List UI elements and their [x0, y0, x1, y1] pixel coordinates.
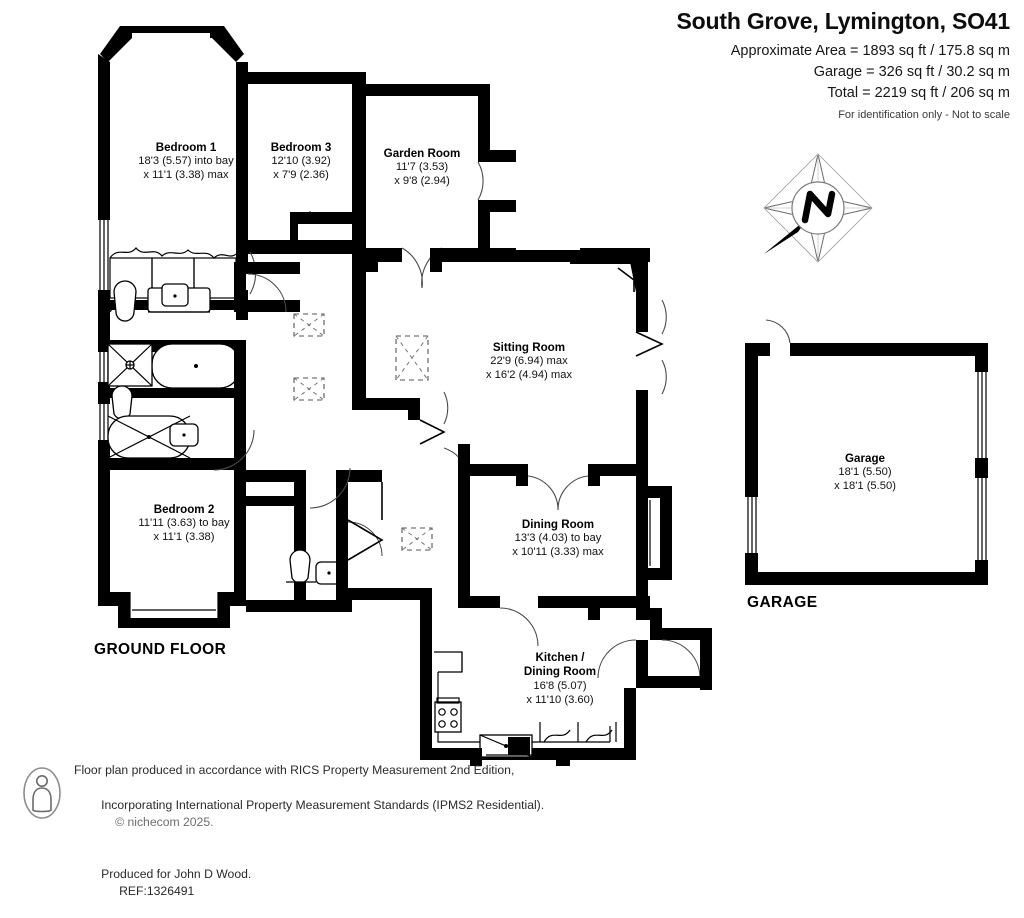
footer-line-2-wrapper: Incorporating International Property Mea… — [74, 779, 544, 848]
hatch-symbol-2 — [293, 377, 325, 401]
floorplan-page: South Grove, Lymington, SO41 Approximate… — [23, 8, 1011, 899]
hatch-symbol-3 — [395, 335, 429, 381]
ground-floor-drawing — [98, 26, 988, 766]
hatch-symbol-4 — [401, 527, 433, 551]
footer-line-2: Incorporating International Property Mea… — [101, 797, 545, 812]
hatch-symbol-1 — [293, 313, 325, 337]
garage-area-line: Garage = 326 sq ft / 30.2 sq m — [813, 64, 1010, 81]
page-title: South Grove, Lymington, SO41 — [676, 8, 1011, 34]
person-icon — [22, 766, 62, 820]
total-area-line: Total = 2219 sq ft / 206 sq m — [827, 84, 1010, 101]
copyright-text: © nichecom 2025. — [115, 814, 214, 829]
compass-rose: N — [758, 148, 878, 268]
footer-text-block: Floor plan produced in accordance with R… — [74, 762, 544, 918]
ground-floor-walls — [98, 26, 712, 766]
garage-walls — [745, 319, 988, 585]
footer: Floor plan produced in accordance with R… — [22, 762, 782, 918]
ground-floor-label: GROUND FLOOR — [94, 641, 227, 658]
footer-line-3-wrapper: Produced for John D Wood. REF:1326491 — [74, 849, 544, 918]
header: South Grove, Lymington, SO41 Approximate… — [490, 8, 1011, 123]
disclaimer-text: For identification only - Not to scale — [838, 108, 1010, 121]
garage-label: GARAGE — [747, 594, 818, 611]
footer-line-3: Produced for John D Wood. — [101, 866, 252, 881]
reference-text: REF:1326491 — [119, 884, 195, 899]
approximate-area-line: Approximate Area = 1893 sq ft / 175.8 sq… — [730, 43, 1010, 60]
footer-line-1: Floor plan produced in accordance with R… — [74, 763, 515, 777]
